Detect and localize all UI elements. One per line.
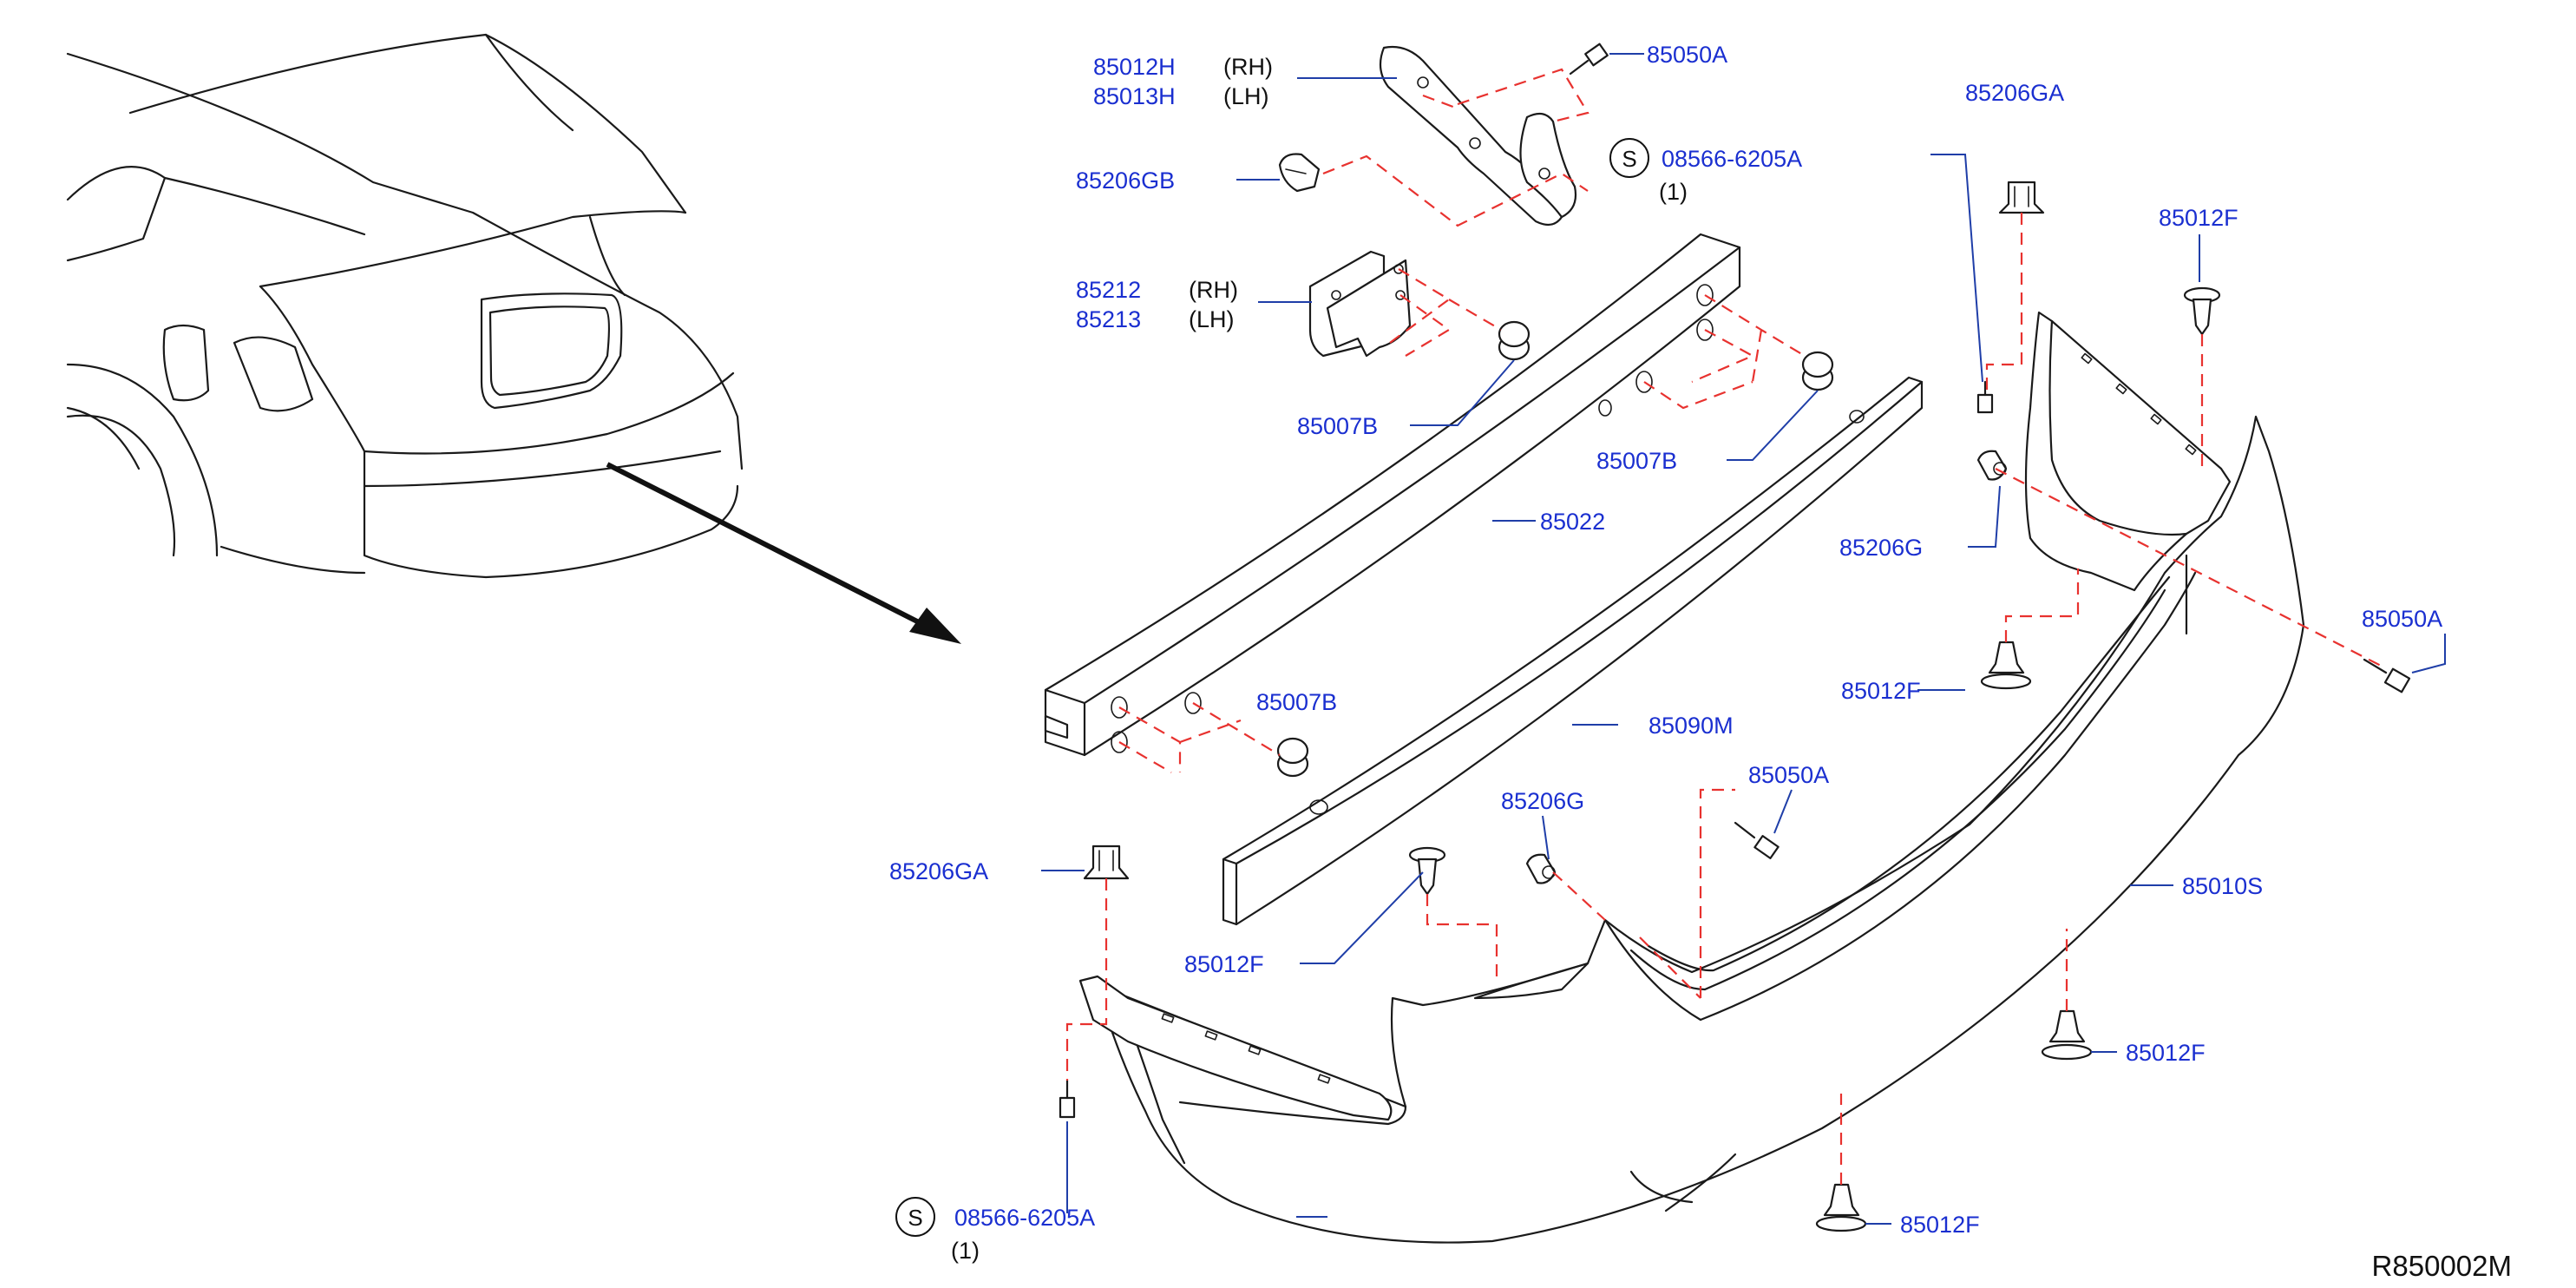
- part-labels: 85012H (RH) 85013H (LH) 85050A 08566-620…: [889, 42, 2442, 1264]
- label-rh-1: (RH): [1223, 54, 1273, 80]
- direction-arrow: [606, 462, 961, 644]
- clip-85206G-right: [1976, 450, 2008, 481]
- label-85050A-mid: 85050A: [1748, 762, 1829, 788]
- clip-85206GB: [1278, 153, 1321, 193]
- label-85007B-b: 85007B: [1596, 448, 1677, 474]
- car-rear-illustration: [66, 33, 744, 579]
- label-85010S: 85010S: [2182, 873, 2263, 899]
- s-symbol-top: S: [1609, 138, 1649, 178]
- clip-85012F-topright: [2183, 286, 2221, 336]
- label-85012H: 85012H: [1093, 54, 1176, 80]
- leader-lines: [1041, 53, 2446, 1225]
- side-bracket-left: [1078, 975, 1393, 1121]
- s-symbol-bottom: S: [895, 1197, 935, 1237]
- screw-08566-top: [1976, 380, 1994, 414]
- label-85007B-a: 85007B: [1297, 413, 1378, 439]
- label-85012F-mid: 85012F: [1841, 678, 1921, 704]
- reinforcement-85022: [1044, 233, 1741, 757]
- label-08566-top: 08566-6205A: [1662, 146, 1802, 172]
- rubber-85007B-b: [1801, 351, 1834, 391]
- label-qty-top: (1): [1659, 179, 1688, 205]
- label-85050A-right: 85050A: [2362, 606, 2442, 632]
- s-symbol-bottom-text: S: [908, 1205, 922, 1231]
- label-85013H: 85013H: [1093, 83, 1176, 109]
- label-85212: 85212: [1076, 277, 1141, 303]
- upper-bracket-85012H: [1379, 45, 1577, 227]
- screw-85050A-right: [2363, 658, 2411, 693]
- label-rh-2: (RH): [1189, 277, 1238, 303]
- screw-08566-bottom: [1059, 1079, 1076, 1119]
- label-85007B-c: 85007B: [1256, 689, 1337, 715]
- clip-85206G-mid: [1525, 853, 1557, 884]
- label-85012F-br: 85012F: [2126, 1040, 2206, 1066]
- label-85090M: 85090M: [1649, 713, 1734, 739]
- label-85213: 85213: [1076, 306, 1141, 332]
- clip-85012F-mid: [1980, 641, 2032, 690]
- label-qty-bottom: (1): [951, 1238, 980, 1264]
- label-85206G-mid: 85206G: [1501, 788, 1584, 814]
- label-lh-1: (LH): [1223, 83, 1269, 109]
- clip-85012F-left: [1408, 846, 1446, 896]
- screw-85050A-mid: [1734, 821, 1780, 859]
- label-lh-2: (LH): [1189, 306, 1235, 332]
- clip-85206GA-left: [1083, 844, 1130, 880]
- s-symbol-top-text: S: [1622, 146, 1636, 172]
- label-85206GA-top: 85206GA: [1965, 80, 2064, 106]
- label-08566-bottom: 08566-6205A: [954, 1205, 1095, 1231]
- bracket-85212: [1308, 250, 1412, 358]
- label-85012F-bottom: 85012F: [1900, 1212, 1980, 1238]
- screw-85050A-top: [1569, 43, 1609, 76]
- clip-85012F-bottom: [1815, 1183, 1867, 1232]
- rubber-85007B-a: [1498, 320, 1531, 361]
- rubber-85007B-c: [1276, 737, 1309, 778]
- label-85206G-right: 85206G: [1839, 535, 1923, 561]
- label-85022: 85022: [1540, 509, 1605, 535]
- label-85206GB: 85206GB: [1076, 168, 1175, 194]
- clip-85206GA-top: [1998, 181, 2045, 214]
- assembly-lines: [1065, 68, 2387, 1185]
- energy-absorber-85090M: [1222, 376, 1924, 926]
- label-85012F-topright: 85012F: [2159, 205, 2238, 231]
- label-85050A-top: 85050A: [1647, 42, 1727, 68]
- label-85206GA-left: 85206GA: [889, 858, 988, 884]
- diagram-code: R850002M: [2372, 1250, 2512, 1282]
- label-85012F-left: 85012F: [1184, 951, 1264, 977]
- clip-85012F-br: [2041, 1009, 2093, 1061]
